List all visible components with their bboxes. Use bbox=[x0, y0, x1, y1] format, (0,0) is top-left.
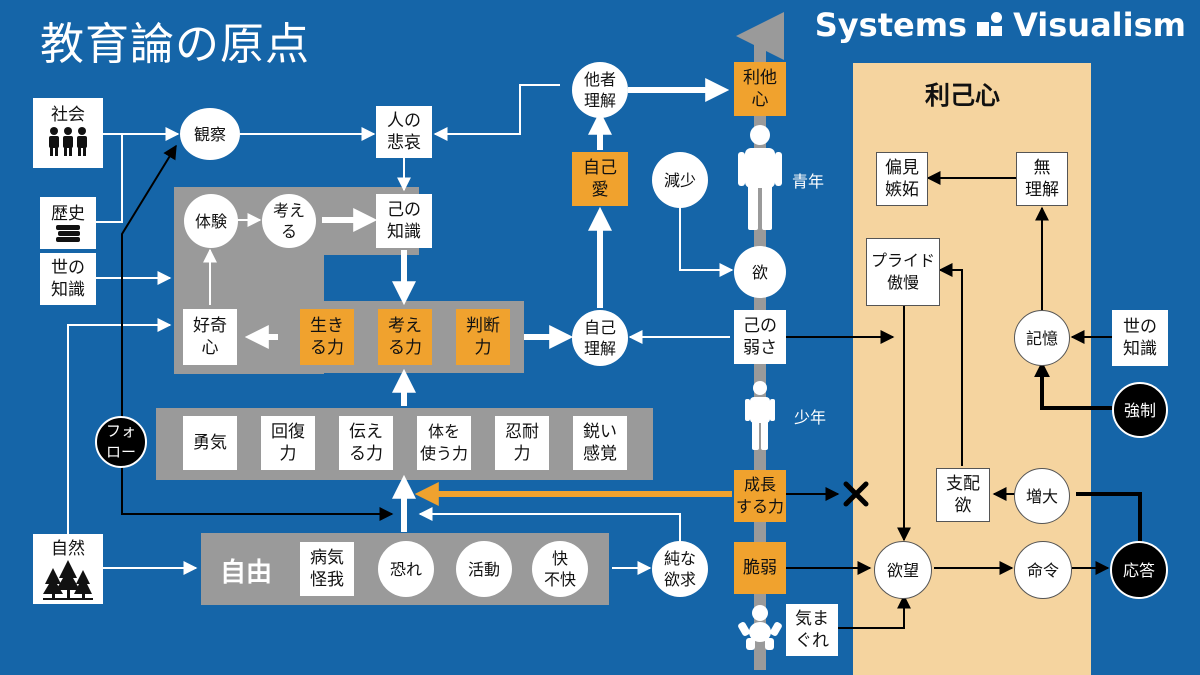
wish-node: 欲望 bbox=[874, 541, 932, 599]
dominance-node: 支配 欲 bbox=[936, 468, 990, 522]
ability-recovery: 回復 力 bbox=[261, 416, 315, 470]
decrease-node: 減少 bbox=[652, 152, 708, 208]
page-title: 教育論の原点 bbox=[40, 19, 310, 70]
curiosity-node: 好奇 心 bbox=[183, 309, 237, 365]
trees-icon bbox=[43, 560, 93, 600]
society-label: 社会 bbox=[51, 105, 85, 125]
brand-right: Visualism bbox=[1013, 6, 1186, 44]
self-weakness-node: 己の 弱さ bbox=[734, 310, 786, 364]
ability-courage: 勇気 bbox=[183, 416, 237, 470]
cross-icon bbox=[843, 481, 869, 507]
ignorance-node: 無 理解 bbox=[1016, 152, 1068, 206]
self-understanding-node: 自己 理解 bbox=[572, 310, 628, 366]
force-node: 強制 bbox=[1112, 382, 1168, 438]
prejudice-node: 偏見 嫉妬 bbox=[876, 152, 928, 206]
books-icon bbox=[56, 225, 80, 242]
pride-node: プライド 傲慢 bbox=[866, 238, 940, 306]
freedom-pleasure: 快 不快 bbox=[532, 541, 588, 597]
selfish-title: 利己心 bbox=[925, 81, 1001, 110]
nature-box: 自然 bbox=[33, 534, 103, 604]
ability-body: 体を 使う力 bbox=[417, 416, 471, 470]
ability-communicate: 伝え る力 bbox=[339, 416, 393, 470]
freedom-label: 自由 bbox=[220, 558, 273, 588]
self-love-node: 自己 愛 bbox=[572, 152, 628, 206]
logo-icon bbox=[977, 12, 1003, 38]
ability-sense: 鋭い 感覚 bbox=[573, 416, 627, 470]
growth-power-node: 成長 する力 bbox=[734, 470, 786, 522]
observe-node: 観察 bbox=[180, 108, 240, 160]
boy-label: 少年 bbox=[794, 408, 827, 427]
memory-node: 記憶 bbox=[1014, 310, 1070, 366]
brand-logo: Systems Visualism bbox=[815, 6, 1186, 44]
judge-power-node: 判断 力 bbox=[456, 309, 510, 365]
life-power-node: 生き る力 bbox=[300, 309, 354, 365]
increase-node: 増大 bbox=[1014, 468, 1070, 524]
others-understanding-node: 他者 理解 bbox=[572, 62, 628, 118]
think-power-node: 考え る力 bbox=[378, 309, 432, 365]
experience-node: 体験 bbox=[184, 194, 238, 248]
abilities-panel bbox=[156, 408, 653, 480]
freedom-sickness: 病気 怪我 bbox=[300, 542, 354, 596]
freedom-fear: 恐れ bbox=[378, 541, 434, 597]
society-box: 社会 bbox=[33, 98, 103, 168]
history-box: 歴史 bbox=[40, 197, 96, 249]
history-label: 歴史 bbox=[51, 204, 85, 224]
fragile-node: 脆弱 bbox=[734, 542, 786, 594]
response-node: 応答 bbox=[1110, 541, 1168, 599]
nature-label: 自然 bbox=[51, 539, 85, 559]
follow-node: フォ ロー bbox=[95, 416, 147, 468]
desire-node: 欲 bbox=[734, 246, 786, 298]
think-node: 考え る bbox=[262, 194, 316, 248]
pure-desire-node: 純な 欲求 bbox=[652, 541, 708, 597]
command-node: 命令 bbox=[1014, 541, 1072, 599]
baby-icon bbox=[738, 605, 782, 650]
freedom-activity: 活動 bbox=[456, 541, 512, 597]
brand-left: Systems bbox=[814, 6, 968, 44]
child-icon bbox=[745, 381, 775, 450]
whim-node: 気ま ぐれ bbox=[786, 604, 838, 656]
world-knowledge-right: 世の 知識 bbox=[1112, 310, 1168, 366]
sorrow-node: 人の 悲哀 bbox=[376, 106, 432, 158]
self-knowledge-node: 己の 知識 bbox=[376, 194, 432, 248]
people-icon bbox=[49, 127, 87, 156]
altruism-node: 利他 心 bbox=[734, 62, 786, 116]
ability-patience: 忍耐 力 bbox=[495, 416, 549, 470]
youth-label: 青年 bbox=[792, 172, 825, 191]
adult-icon bbox=[738, 125, 782, 230]
world-knowledge-left: 世の 知識 bbox=[40, 253, 96, 305]
